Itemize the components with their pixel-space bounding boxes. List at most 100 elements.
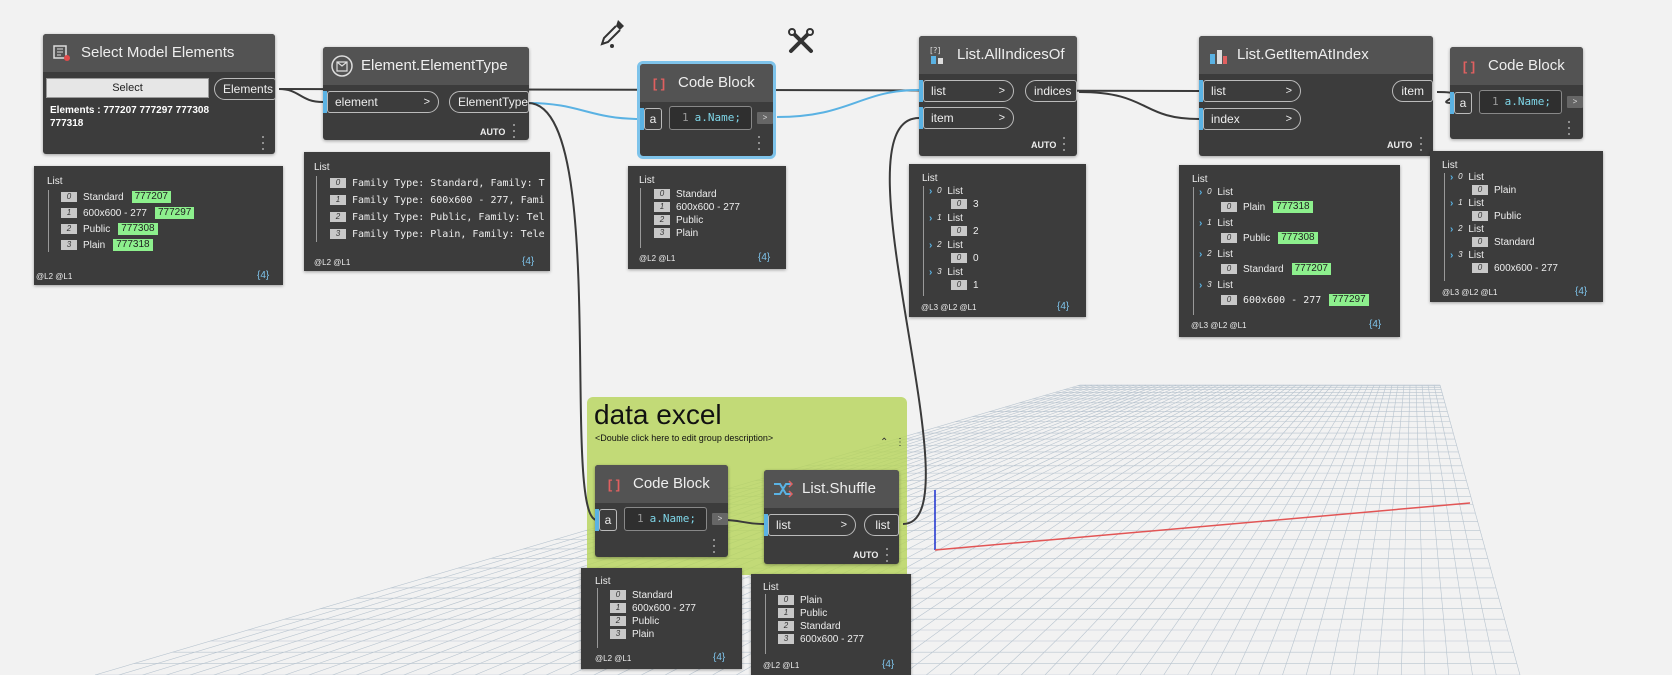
chevron-right-icon[interactable]: ›	[1450, 171, 1454, 183]
item-index: 0	[1221, 202, 1237, 212]
chevron-right-icon[interactable]: ›	[929, 266, 933, 278]
input-port-list[interactable]: list>	[923, 80, 1014, 102]
chevron-right-icon[interactable]: ›	[929, 185, 933, 197]
code-block-icon: [ ]	[1462, 58, 1476, 74]
node-header[interactable]: List.Shuffle	[764, 470, 899, 508]
group-title[interactable]: data excel	[594, 399, 722, 430]
node-menu-icon[interactable]	[757, 136, 761, 150]
input-port-a[interactable]: a	[644, 108, 662, 130]
node-element-elementtype[interactable]: Element.ElementType element> ElementType…	[323, 47, 529, 140]
node-list-allindicesof[interactable]: [?] List.AllIndicesOf list> indices item…	[919, 36, 1077, 156]
node-menu-icon[interactable]	[712, 539, 716, 553]
chevron-right-icon[interactable]: ›	[1450, 223, 1454, 235]
item-value: Plain	[800, 594, 823, 606]
output-port-elementtype[interactable]: ElementType	[449, 91, 529, 113]
list-icon	[1206, 44, 1230, 66]
node-menu-icon[interactable]	[1567, 121, 1571, 135]
chevron-right-icon[interactable]: ›	[1199, 186, 1203, 198]
chevron-right-icon[interactable]: ›	[929, 239, 933, 251]
node-menu-icon[interactable]	[512, 124, 516, 138]
output-port-indices[interactable]: indices	[1025, 80, 1077, 102]
input-port-a[interactable]: a	[1454, 92, 1472, 114]
input-indicator	[640, 108, 644, 130]
chevron-right-icon[interactable]: ›	[1199, 279, 1203, 291]
lacing-label[interactable]: AUTO	[1031, 140, 1057, 150]
chevron-right-icon[interactable]: ›	[1450, 249, 1454, 261]
item-index: 2	[1458, 224, 1463, 233]
group-description[interactable]: <Double click here to edit group descrip…	[595, 433, 774, 443]
element-id-badge[interactable]: 777318	[113, 239, 153, 251]
node-list-getitematindex[interactable]: List.GetItemAtIndex list> item index> AU…	[1199, 36, 1433, 156]
item-index: 1	[778, 608, 794, 618]
lacing-label[interactable]: AUTO	[1387, 140, 1413, 150]
input-port-list[interactable]: list>	[768, 514, 856, 536]
element-id-badge[interactable]: 777318	[1273, 201, 1313, 213]
node-header[interactable]: Element.ElementType	[323, 47, 529, 85]
group-menu-icon[interactable]: ⋮	[895, 437, 905, 448]
element-id-badge[interactable]: 777297	[1329, 294, 1369, 306]
input-port-list[interactable]: list>	[1203, 80, 1301, 102]
item-value: Plain	[1494, 184, 1517, 196]
chevron-right-icon: >	[1285, 113, 1292, 125]
chevron-right-icon[interactable]: ›	[1199, 248, 1203, 260]
output-port-item[interactable]: item	[1392, 80, 1433, 102]
node-header[interactable]: [ ] Code Block	[640, 64, 773, 102]
output-port[interactable]: >	[712, 513, 728, 525]
eyedropper-icon[interactable]	[598, 18, 626, 56]
wrench-icon[interactable]	[787, 27, 815, 61]
node-menu-icon[interactable]	[1419, 137, 1423, 151]
node-header[interactable]: [?] List.AllIndicesOf	[919, 36, 1077, 74]
output-port-list[interactable]: list	[864, 514, 899, 536]
item-index: 2	[61, 224, 77, 234]
item-value: Family Type: Public, Family: Tel	[352, 211, 545, 223]
output-port[interactable]: >	[757, 112, 773, 124]
element-id-badge[interactable]: 777207	[131, 191, 171, 203]
input-port-element[interactable]: element>	[327, 91, 439, 113]
element-id-badge[interactable]: 777308	[1278, 232, 1318, 244]
node-menu-icon[interactable]	[1062, 137, 1066, 151]
element-id-badge[interactable]: 777297	[154, 207, 195, 219]
input-port-index[interactable]: index>	[1203, 108, 1301, 130]
input-port-item[interactable]: item>	[923, 107, 1014, 129]
node-header[interactable]: List.GetItemAtIndex	[1199, 36, 1433, 74]
node-menu-icon[interactable]	[261, 136, 265, 150]
node-list-shuffle[interactable]: List.Shuffle list> list AUTO	[764, 470, 899, 564]
input-port-a[interactable]: a	[599, 509, 617, 531]
node-menu-icon[interactable]	[885, 548, 889, 562]
lacing-label[interactable]: AUTO	[853, 550, 879, 560]
node-header[interactable]: Select Model Elements	[43, 34, 275, 72]
node-header[interactable]: [ ] Code Block	[595, 465, 728, 503]
element-id-badge[interactable]: 777308	[118, 223, 158, 235]
chevron-right-icon[interactable]: ›	[929, 212, 933, 224]
element-id-badge[interactable]: 777207	[1291, 263, 1331, 275]
select-button[interactable]: Select	[46, 78, 209, 98]
output-port-elements[interactable]: Elements	[214, 78, 276, 100]
collapse-icon[interactable]: ⌃	[880, 437, 889, 448]
node-select-model-elements[interactable]: Select Model Elements Select Elements El…	[43, 34, 276, 154]
chevron-right-icon[interactable]: ›	[1450, 197, 1454, 209]
output-port[interactable]: >	[1567, 96, 1583, 108]
lacing-label[interactable]: AUTO	[480, 127, 506, 137]
chevron-right-icon[interactable]: ›	[1199, 217, 1203, 229]
node-header[interactable]: [ ] Code Block	[1450, 47, 1583, 85]
item-value: 600x600 - 277	[1494, 262, 1558, 274]
